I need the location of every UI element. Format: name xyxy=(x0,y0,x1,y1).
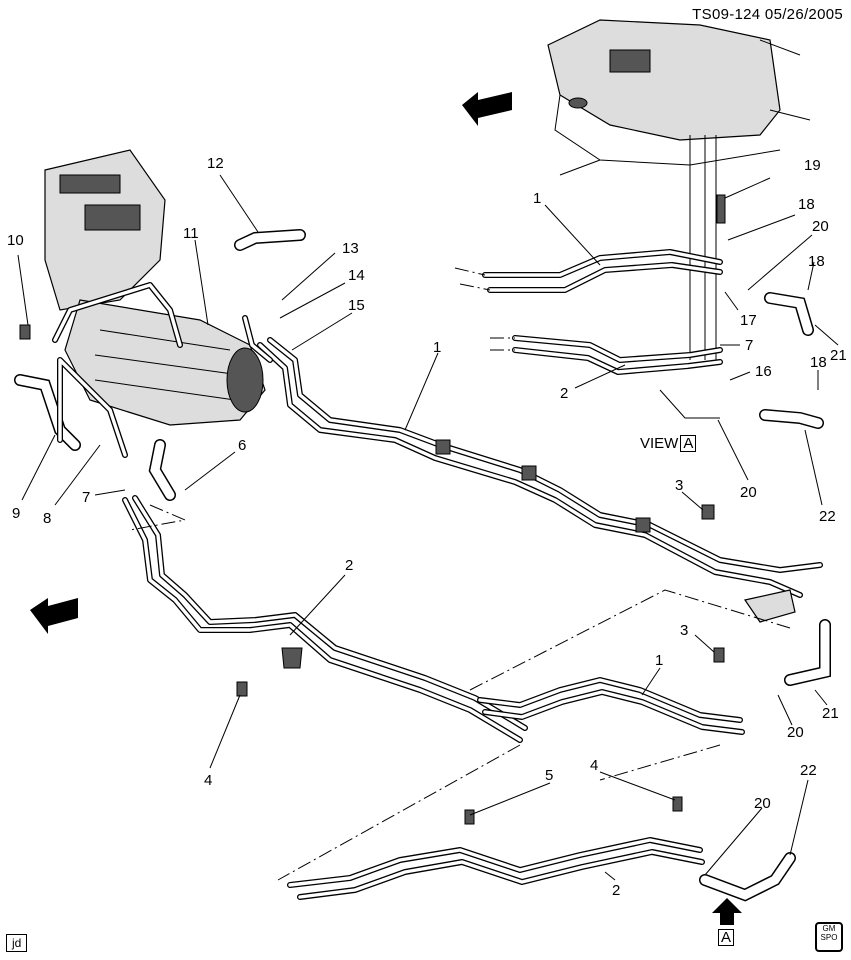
callout-9: 9 xyxy=(12,505,20,522)
callout-1: 1 xyxy=(433,339,441,356)
front-direction-arrow-top xyxy=(462,92,512,126)
bolts xyxy=(19,194,726,825)
arrow-label-letter: A xyxy=(718,929,735,946)
callout-8: 8 xyxy=(43,510,51,527)
callout-5: 5 xyxy=(545,767,553,784)
engine-transmission-illustration xyxy=(44,149,266,426)
view-label-letter: A xyxy=(680,435,697,452)
arrow-a-label: A xyxy=(716,929,735,946)
callout-6: 6 xyxy=(238,437,246,454)
callout-4: 4 xyxy=(590,757,598,774)
callout-14: 14 xyxy=(348,267,365,284)
callout-13: 13 xyxy=(342,240,359,257)
callout-17: 17 xyxy=(740,312,757,329)
callout-4: 4 xyxy=(204,772,212,789)
drafter-initials: jd xyxy=(6,934,28,952)
callout-19: 19 xyxy=(804,157,821,174)
callout-15: 15 xyxy=(348,297,365,314)
callout-3: 3 xyxy=(675,477,683,494)
callout-18: 18 xyxy=(808,253,825,270)
reference-date: 05/26/2005 xyxy=(764,6,843,23)
underbody-illustration xyxy=(547,19,811,360)
callout-16: 16 xyxy=(755,363,772,380)
cooler-line-part-1-lower xyxy=(469,589,831,781)
callout-20: 20 xyxy=(740,484,757,501)
callout-2: 2 xyxy=(612,882,620,899)
view-a-arrow xyxy=(712,898,742,925)
leader-lines xyxy=(17,174,839,881)
callout-11: 11 xyxy=(183,225,199,242)
callout-22: 22 xyxy=(819,508,836,525)
callout-18: 18 xyxy=(810,354,827,371)
cooler-line-part-2-bottom xyxy=(129,504,796,902)
view-label-text: VIEW xyxy=(640,435,679,452)
callout-7: 7 xyxy=(82,489,90,506)
callout-20: 20 xyxy=(787,724,804,741)
callout-10: 10 xyxy=(7,232,24,249)
cooler-line-part-2-lower xyxy=(122,495,528,743)
callout-7: 7 xyxy=(745,337,753,354)
callout-1: 1 xyxy=(655,652,663,669)
callout-12: 12 xyxy=(207,155,224,172)
reference-code: TS09-124 xyxy=(692,6,761,23)
cooler-line-part-1-top xyxy=(454,249,723,293)
cooler-line-part-2-top xyxy=(490,335,723,375)
callout-21: 21 xyxy=(830,347,847,364)
callout-2: 2 xyxy=(345,557,353,574)
callout-labels: 12 19 1 18 20 18 10 11 13 14 15 17 21 7 … xyxy=(7,155,847,899)
cooler-line-upper xyxy=(257,337,823,623)
callout-20: 20 xyxy=(754,795,771,812)
diagram-reference: TS09-124 05/26/2005 xyxy=(692,6,843,23)
front-direction-arrow-left xyxy=(30,598,78,634)
transmission-hoses xyxy=(14,229,306,501)
cooler-hoses-view-a xyxy=(659,292,824,429)
callout-2: 2 xyxy=(560,385,568,402)
callout-22: 22 xyxy=(800,762,817,779)
callout-18: 18 xyxy=(798,196,815,213)
callout-21: 21 xyxy=(822,705,839,722)
callout-1: 1 xyxy=(533,190,541,207)
callout-3: 3 xyxy=(680,622,688,639)
callout-20: 20 xyxy=(812,218,829,235)
